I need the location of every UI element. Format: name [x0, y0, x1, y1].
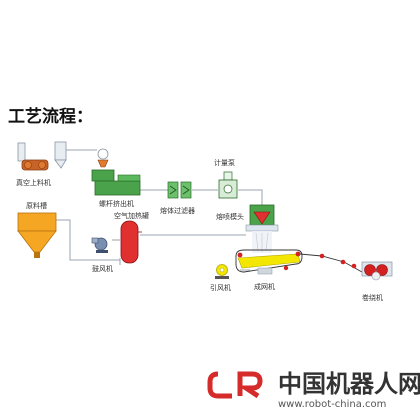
metering-pump-icon	[218, 171, 238, 199]
pipes	[55, 149, 263, 271]
site-url: www.robot-china.com	[278, 399, 386, 410]
raw-bin-icon	[17, 212, 57, 258]
winder-icon	[361, 261, 393, 281]
vacuum-loader-icon	[17, 141, 67, 171]
fabric-path	[299, 253, 363, 273]
blower-label: 鼓风机	[92, 264, 113, 273]
extruder-label: 螺杆挤出机	[99, 199, 134, 208]
winder-label: 卷绕机	[362, 293, 383, 302]
raw-bin-label: 原料槽	[26, 201, 47, 210]
web-former-label: 成网机	[254, 282, 275, 291]
site-name: 中国机器人网	[278, 370, 420, 398]
die-icon	[245, 204, 279, 253]
extruder-icon	[91, 148, 141, 196]
melt-filter-icon	[167, 181, 192, 199]
blower-icon	[91, 237, 108, 253]
cr-logo-icon	[207, 371, 232, 399]
die-label: 熔喷模头	[216, 212, 244, 221]
draft-fan-label: 引风机	[210, 283, 231, 292]
vacuum-loader-label: 真空上料机	[16, 178, 51, 187]
watermark: 中国机器人网 www.robot-china.com	[207, 370, 420, 410]
page-title: 工艺流程：	[8, 106, 93, 127]
melt-filter-label: 熔体过滤器	[160, 206, 195, 215]
draft-fan-icon	[215, 264, 229, 279]
metering-pump-label: 计量泵	[214, 158, 235, 167]
web-former-icon	[235, 249, 303, 275]
air-heater-label: 空气加热罐	[114, 211, 149, 220]
air-heater-icon	[120, 220, 142, 264]
